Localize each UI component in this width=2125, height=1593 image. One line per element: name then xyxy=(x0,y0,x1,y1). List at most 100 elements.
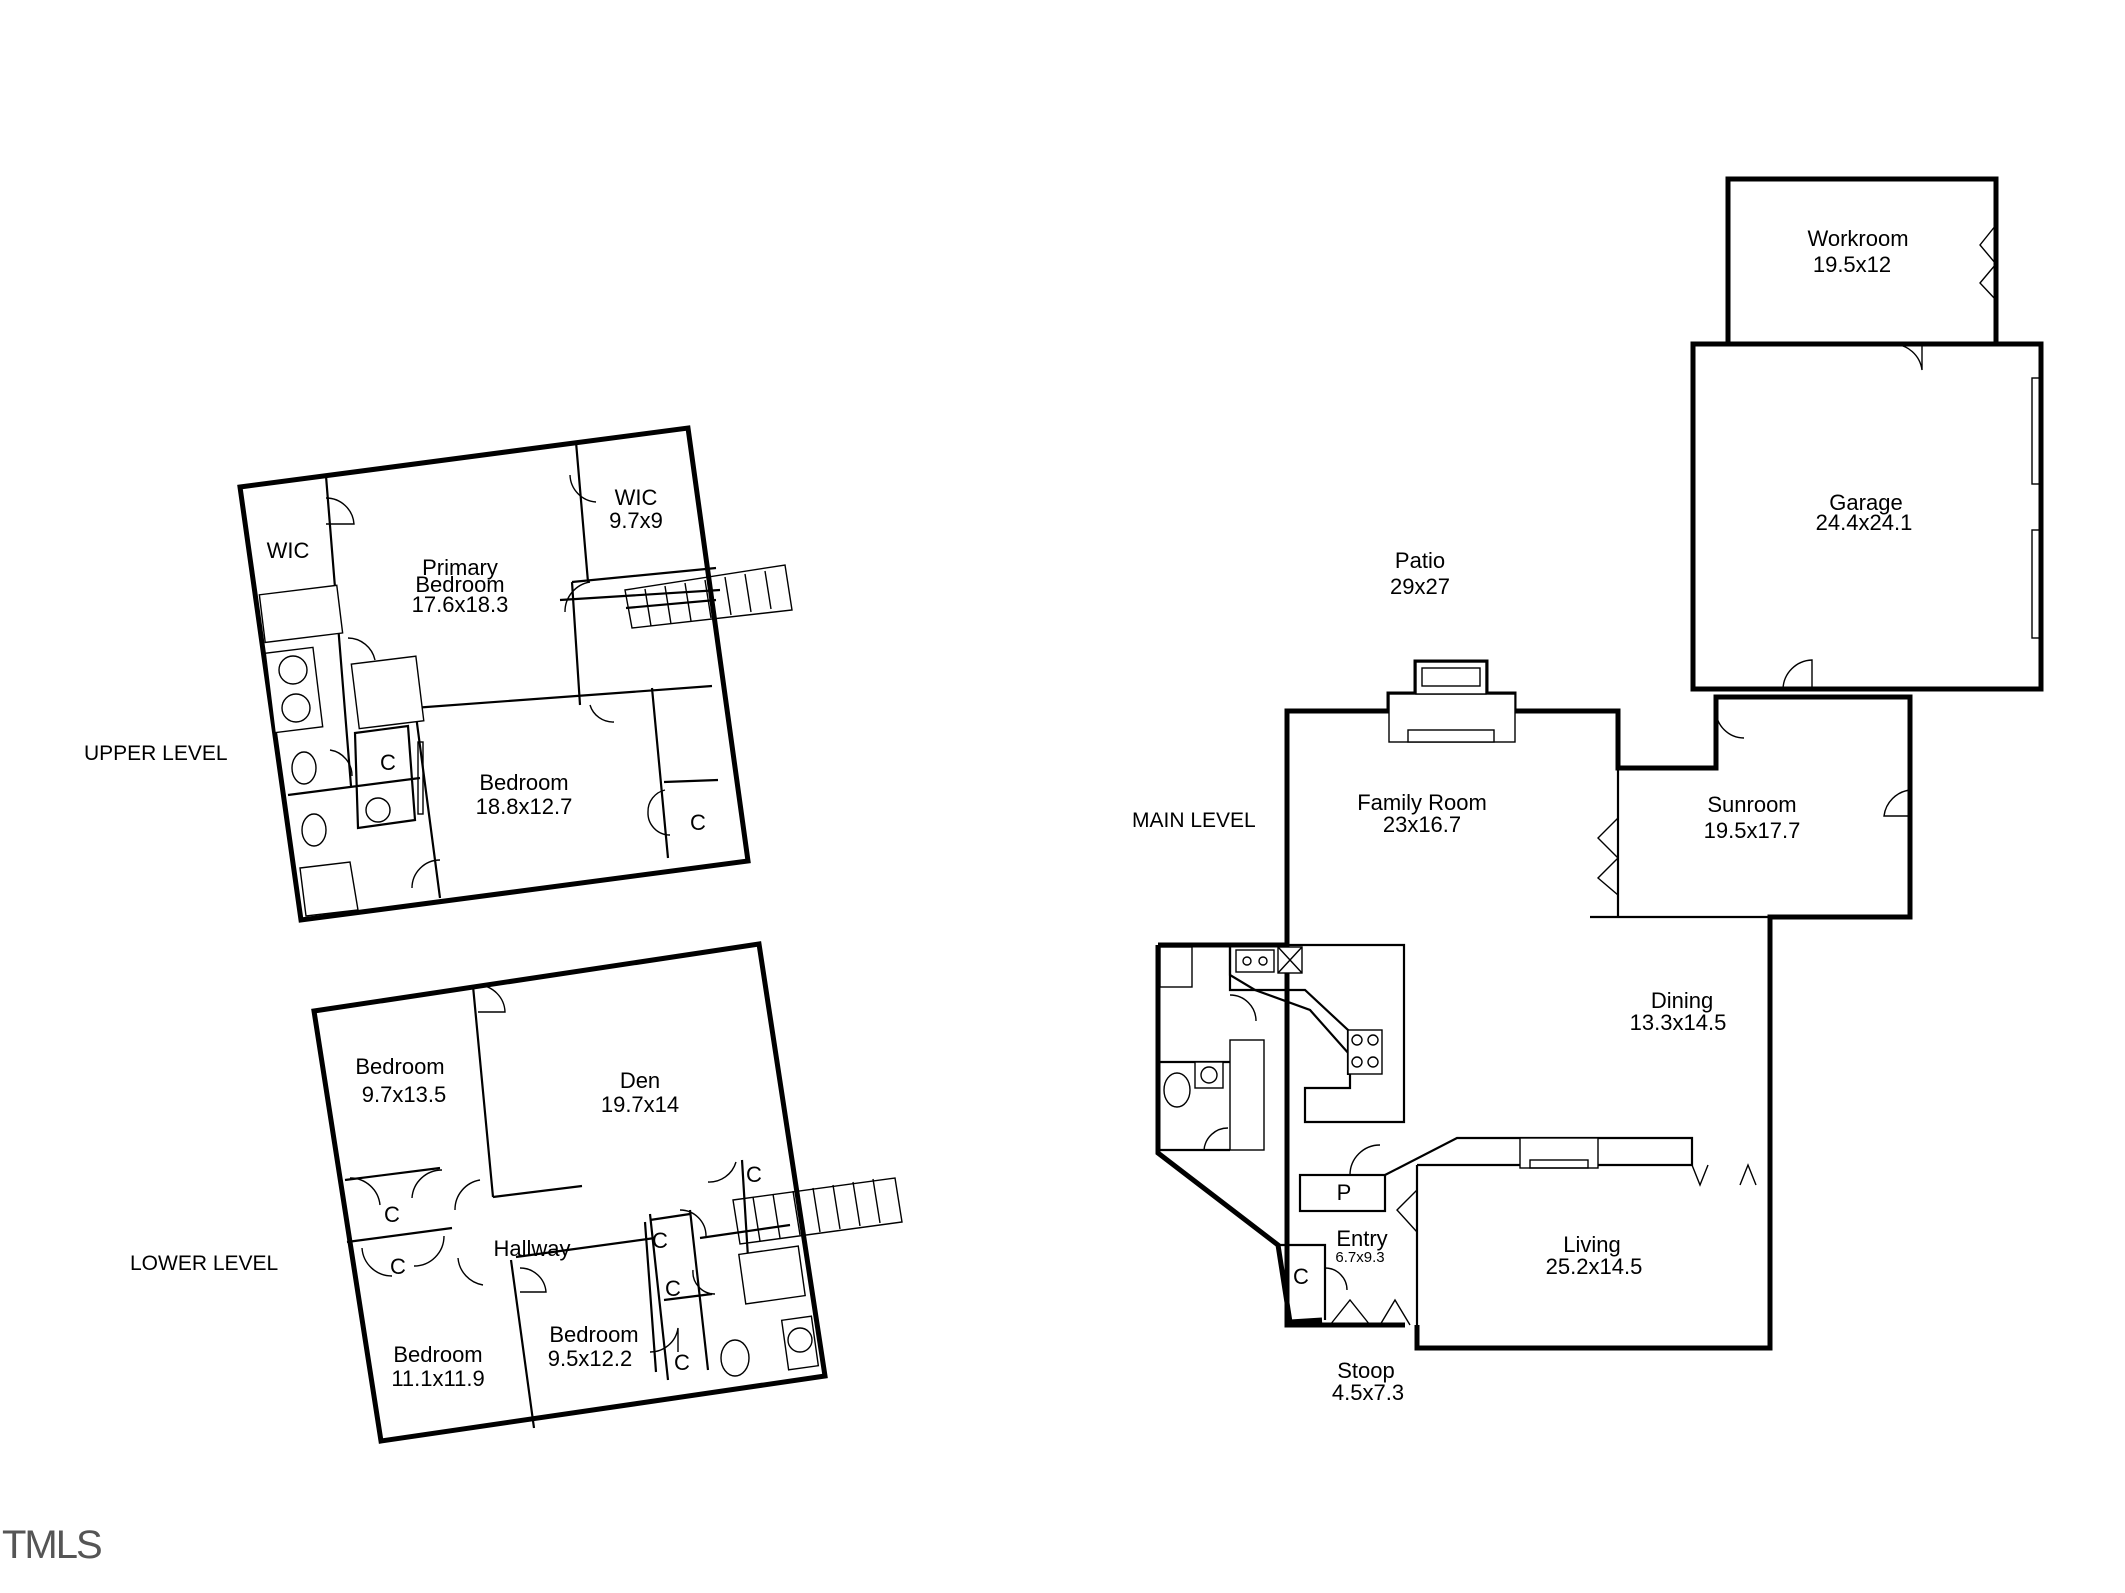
closet-label: C xyxy=(380,750,396,775)
shower-icon xyxy=(738,1245,806,1305)
lower-interior-walls xyxy=(344,985,791,1429)
sunroom-door-garage xyxy=(1715,709,1745,739)
room-label-wic-right: WIC xyxy=(615,485,658,510)
room-dim-living: 25.2x14.5 xyxy=(1546,1254,1643,1279)
room-label-living: Living xyxy=(1563,1232,1620,1257)
lower-bath-fixtures xyxy=(720,1245,820,1377)
room-dim-dining: 13.3x14.5 xyxy=(1630,1010,1727,1035)
room-label-bedroom-2: Bedroom xyxy=(393,1342,482,1367)
room-label-primary-bedroom-2: Bedroom xyxy=(415,572,504,597)
room-dim-bedroom-1: 9.7x13.5 xyxy=(362,1082,446,1107)
toilet-icon xyxy=(301,813,327,847)
room-dim-sunroom: 19.5x17.7 xyxy=(1704,818,1801,843)
room-dim-bedroom-3: 9.5x12.2 xyxy=(548,1346,632,1371)
room-dim-den: 19.7x14 xyxy=(601,1092,679,1117)
closet-label: C xyxy=(652,1228,668,1253)
powder-room xyxy=(1158,1060,1230,1152)
closet-label: C xyxy=(1293,1264,1309,1289)
stove-icon xyxy=(1347,1029,1383,1075)
toilet-icon xyxy=(291,751,317,785)
level-label-lower: LOWER LEVEL xyxy=(130,1252,278,1275)
entry-closet-wall xyxy=(1277,1243,1327,1320)
upper-doors xyxy=(325,474,671,889)
room-dim-primary-bedroom: 17.6x18.3 xyxy=(412,592,509,617)
kitchen-sink-icon xyxy=(1235,949,1275,973)
lower-doors xyxy=(349,984,737,1353)
closet-label: C xyxy=(690,810,706,835)
upper-level-plan: WIC Primary Bedroom 17.6x18.3 WIC 9.7x9 … xyxy=(237,425,793,923)
closet-label: C xyxy=(665,1276,681,1301)
entry-closet-door xyxy=(1324,1267,1348,1291)
sink-icon xyxy=(787,1327,813,1353)
lower-outer-wall xyxy=(311,941,828,1444)
room-dim-wic-right: 9.7x9 xyxy=(609,508,663,533)
main-level-plan: Workroom 19.5x12 Garage 24.4x24.1 Patio … xyxy=(1155,176,2044,1405)
sunroom-door xyxy=(1596,817,1619,896)
room-dim-bedroom: 18.8x12.7 xyxy=(476,794,573,819)
upper-bath-fixtures xyxy=(258,584,425,917)
room-label-workroom: Workroom xyxy=(1807,226,1908,251)
room-label-patio: Patio xyxy=(1395,548,1445,573)
room-label-bedroom-1: Bedroom xyxy=(355,1054,444,1079)
sink-icon xyxy=(278,655,308,685)
entry-double-door xyxy=(1396,1189,1418,1233)
toilet-icon xyxy=(1163,1072,1191,1108)
upper-stairs xyxy=(624,564,793,629)
level-label-main: MAIN LEVEL xyxy=(1132,809,1256,832)
garage-door-sunroom xyxy=(1782,659,1813,690)
workroom-exterior-door xyxy=(1979,224,1997,301)
garage-door-workroom xyxy=(1892,343,1923,371)
upper-outer-wall xyxy=(237,425,751,923)
room-dim-bedroom-2: 11.1x11.9 xyxy=(391,1366,484,1391)
toilet-icon xyxy=(720,1339,750,1377)
room-label-entry: Entry xyxy=(1336,1226,1387,1251)
bathtub-icon xyxy=(258,584,344,644)
living-dining-wall xyxy=(1384,1136,1694,1212)
pantry-door xyxy=(1349,1144,1381,1176)
refrigerator-icon xyxy=(1159,946,1193,988)
room-label-garage: Garage xyxy=(1829,490,1902,515)
room-label-stoop: Stoop xyxy=(1337,1358,1395,1383)
room-label-family-room: Family Room xyxy=(1357,790,1487,815)
living-french-door xyxy=(1691,1163,1757,1187)
room-label-bedroom-3: Bedroom xyxy=(549,1322,638,1347)
closet-label: C xyxy=(384,1202,400,1227)
room-dim-stoop: 4.5x7.3 xyxy=(1332,1380,1404,1405)
sink-icon xyxy=(281,693,311,723)
room-label-hallway: Hallway xyxy=(493,1236,570,1261)
pantry-wall xyxy=(1298,1173,1387,1213)
pantry-label: P xyxy=(1337,1180,1352,1205)
workroom-wall xyxy=(1725,176,1999,342)
room-dim-entry: 6.7x9.3 xyxy=(1335,1249,1384,1266)
closet-label: C xyxy=(746,1162,762,1187)
living-fireplace-icon xyxy=(1519,1137,1599,1169)
room-label-dining: Dining xyxy=(1651,988,1713,1013)
room-dim-family-room: 23x16.7 xyxy=(1383,812,1461,837)
closet-label: C xyxy=(390,1254,406,1279)
room-label-sunroom: Sunroom xyxy=(1707,792,1796,817)
sunroom-door-right xyxy=(1883,789,1911,817)
room-label-bedroom: Bedroom xyxy=(479,770,568,795)
room-dim-workroom: 19.5x12 xyxy=(1813,252,1891,277)
lower-level-plan: Bedroom 9.7x13.5 Den 19.7x14 Hallway Bed… xyxy=(311,941,903,1444)
corner-shower-icon xyxy=(299,861,359,917)
room-dim-patio: 29x27 xyxy=(1390,574,1450,599)
sunroom-wall xyxy=(1590,768,1770,919)
room-label-wic-left: WIC xyxy=(267,538,310,563)
room-label-den: Den xyxy=(620,1068,660,1093)
sink-icon xyxy=(365,797,391,823)
shower-icon xyxy=(350,655,425,730)
fireplace-icon xyxy=(1388,661,1516,743)
kitchen xyxy=(1158,943,1406,1151)
garage-overhead-door xyxy=(2031,529,2043,639)
level-label-upper: UPPER LEVEL xyxy=(84,742,228,765)
lower-stairs xyxy=(732,1177,903,1245)
kitchen-island-icon xyxy=(1229,1039,1265,1151)
mls-watermark: TMLS xyxy=(2,1523,101,1567)
front-door xyxy=(1329,1298,1411,1326)
closet-label: C xyxy=(674,1350,690,1375)
garage-wall xyxy=(1690,341,2044,692)
sink-icon xyxy=(1194,1061,1224,1089)
garage-overhead-door xyxy=(2031,377,2043,485)
